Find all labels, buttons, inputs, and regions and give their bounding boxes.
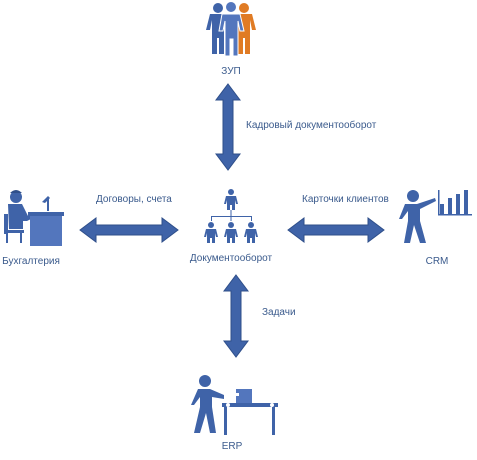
node-label-erp: ERP	[221, 441, 243, 452]
node-label-accounting: Бухгалтерия	[2, 256, 60, 267]
presenter-chart-icon	[399, 190, 472, 243]
org-chart-icon	[204, 189, 258, 243]
node-label-zup: ЗУП	[221, 66, 241, 77]
left-double-arrow	[79, 217, 179, 243]
right-double-arrow	[287, 217, 385, 243]
bottom-double-arrow	[223, 274, 249, 358]
edge-label-tasks: Задачи	[262, 307, 296, 318]
node-label-docflow: Документооборот	[189, 253, 273, 264]
edge-label-client-cards: Карточки клиентов	[302, 194, 389, 205]
accountant-at-desk-icon	[4, 190, 64, 246]
worker-conveyor-icon	[191, 375, 278, 435]
edge-label-hr-docflow: Кадровый документооборот	[246, 120, 377, 131]
top-double-arrow	[215, 83, 241, 171]
people-group-icon	[206, 1, 256, 57]
edge-label-contracts: Договоры, счета	[96, 194, 172, 205]
node-label-crm: CRM	[425, 256, 449, 267]
